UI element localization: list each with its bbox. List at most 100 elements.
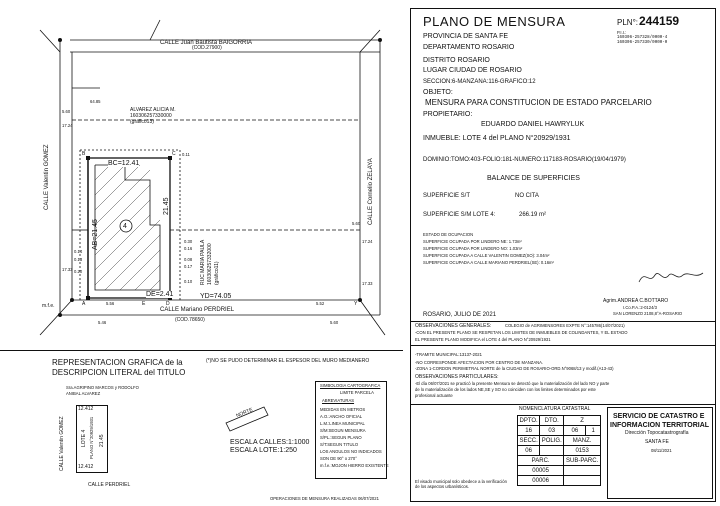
representacion-title-1: REPRESENTACION GRAFICA de la — [52, 358, 183, 367]
dim-label: 17.24 — [62, 123, 73, 128]
abbr-item: MEDIDAS EN METROS — [320, 407, 366, 412]
title-dim-top: 12.412 — [78, 406, 94, 412]
street-zelaya-label: CALLE Cornelio ZELAYA — [368, 158, 374, 225]
obs-particulares-line: de lo materialización de los lados NE,SE… — [415, 387, 596, 392]
ocupacion-line: ESTADO DE OCUPACION — [423, 232, 474, 237]
nc-cell: 1 — [585, 425, 601, 436]
provincia: PROVINCIA DE SANTA FE — [423, 33, 509, 40]
ocupacion-line: SUPERFICIE OCUPADA A CALLE VALENTIN GOME… — [423, 253, 550, 258]
servicio-line-4: SANTA FE — [645, 439, 669, 445]
obs-particulares-line: -El día 06/07/2021 se practicó la presen… — [415, 381, 610, 386]
north-arrow-icon — [225, 406, 269, 432]
nc-header: SUB-PARC. — [563, 455, 601, 466]
dim-label: 17.24 — [362, 239, 373, 244]
servicio-line-5: 08/11/2021 — [651, 448, 672, 453]
dim-ab: AB=21.45 — [92, 219, 99, 250]
title-block: PLANO DE MENSURA PLN°: 244159 P.I.I.: 16… — [410, 8, 716, 502]
title-lote: LOTE 4 — [81, 429, 87, 447]
dim-label: 5.56 — [106, 301, 115, 306]
signature-icopa: I.Co.P.A.:2-0124/3 — [623, 305, 657, 310]
nomenclatura-title: NOMENCLATURA CATASTRAL — [519, 406, 591, 412]
street-baigorria-code: (COD.27900) — [192, 45, 222, 51]
pii-2: 160306-257330/0000-0 — [617, 41, 668, 45]
abbr-item: SON DE 90° o 270° — [320, 456, 357, 461]
mfe-label: m.f.e. — [42, 303, 55, 309]
street-perdriel-code: (COD.78650) — [175, 317, 205, 323]
vertex-d: D — [166, 301, 170, 307]
ocupacion-line: SUPERFICIE OCUPADA POR LINDERO NO: 1.03m… — [423, 246, 523, 251]
dim-label: 5.52 — [316, 301, 325, 306]
dim-label: 5.60 — [352, 221, 361, 226]
nc-cell — [539, 445, 565, 456]
representacion-title-2: DESCRIPCION LITERAL del TITULO — [52, 368, 186, 377]
nc-header: DPTO. — [516, 415, 541, 426]
nc-header: SECC. — [516, 435, 541, 446]
neighbor-line-1: Sra.AGRIPINO MARCOS y RODOLFO — [66, 385, 139, 390]
distrito: DISTRITO ROSARIO — [423, 57, 490, 64]
vertex-a: A — [82, 301, 86, 307]
owner-top-graphic: (gráfico13) — [130, 119, 154, 125]
title-lot-box — [76, 405, 108, 473]
vertex-e: E — [142, 301, 146, 307]
escala-lote: ESCALA LOTE:1:250 — [230, 447, 297, 454]
nc-cell — [563, 465, 601, 476]
street-baigorria-label: CALLE Juan Bautista BAIGORRIA — [160, 40, 253, 46]
owner-right-name: RUC MARIA PAULA — [200, 239, 206, 285]
dim-label: 64.85 — [90, 99, 101, 104]
abbr-item: A.O.:ANCHO OFICIAL — [320, 414, 363, 419]
nc-header: Z — [563, 415, 601, 426]
signature-name: Agrim.ANDREA C.BOTTARO — [603, 298, 669, 304]
lugar: LUGAR CIUDAD DE ROSARIO — [423, 67, 522, 74]
sup-st-label: SUPERFICIE S/T — [423, 193, 471, 199]
signature-icon — [638, 272, 704, 283]
objeto: MENSURA PARA CONSTITUCION DE ESTADO PARC… — [425, 98, 652, 107]
divider — [411, 321, 715, 322]
sup-sm-label: SUPERFICIE S/M LOTE 4: — [423, 212, 496, 218]
divider — [411, 345, 715, 346]
nc-header: DTO. — [539, 415, 565, 426]
servicio-line-1: SERVICIO DE CATASTRO E — [613, 413, 705, 420]
title-dim-side: 21.45 — [99, 434, 105, 447]
servicio-line-2: INFORMACION TERRITORIAL — [610, 422, 710, 429]
obs-particulares-title: OBSERVACIONES PARTICULARES: — [415, 374, 499, 380]
owner-top-pii: 160306257330000 — [130, 113, 172, 119]
nc-cell: 06 — [563, 425, 587, 436]
representacion-section: REPRESENTACION GRAFICA de la DESCRIPCION… — [0, 350, 403, 506]
dim-label: 5.46 — [98, 320, 107, 325]
visado-note: El visado municipal solo obedece a la ve… — [415, 479, 507, 490]
sup-sm-value: 266.19 m² — [519, 212, 547, 218]
neighbor-line-2: ANIBAL ALVAREZ — [66, 391, 101, 396]
muro-note: (*)NO SE PUDO DETERMINAR EL ESPESOR DEL … — [206, 358, 370, 364]
street-gomez-label: CALLE Valentin GOMEZ — [44, 144, 50, 210]
propietario-label: PROPIETARIO: — [423, 111, 473, 118]
nc-header: POLIG. — [539, 435, 565, 446]
abbr-item: LOS ANGULOS NO INDICADOS — [320, 449, 382, 454]
observaciones-line: COLEGIO de AGRIMENSORES EXPTE N°:145786(… — [505, 323, 625, 328]
title-dim-bottom: 12.412 — [78, 464, 94, 470]
dim-yd: YD=74.05 — [200, 293, 232, 300]
zona: -ZONA 1-CORDON PERIMETRAL NORTE de la CI… — [415, 366, 614, 371]
abbr-item: L.M.:LINEA MUNICIPAL — [320, 421, 365, 426]
dim-label: 0.11 — [182, 152, 190, 157]
dim-bc: BC=12.41 — [108, 160, 140, 167]
vertex-b: B — [82, 151, 86, 157]
objeto-label: OBJETO: — [423, 89, 453, 96]
lot-number: 4 — [123, 223, 127, 230]
fecha-mensura: OPERACIONES DE MENSURA REALIZADAS 06/07/… — [270, 496, 379, 501]
nc-cell: 00006 — [516, 475, 565, 486]
plano-number-label: PLN°: — [617, 18, 638, 27]
signature-address: SAN LORENZO 2108,8°A-ROSARIO — [613, 311, 683, 316]
observaciones-line: -CON EL PRESENTE PLANO SE RESPETAN LOS L… — [415, 330, 628, 335]
abbr-item: S/PL.:SEGUN PLANO — [320, 435, 362, 440]
pii-label: P.I.I.: — [617, 30, 627, 35]
pii-1: 160306-257328/0000-4 — [617, 36, 668, 40]
dim-label: 17.33 — [62, 267, 73, 272]
dim-label: 0.16 — [184, 246, 193, 251]
dim-label: 0.10 — [184, 279, 193, 284]
survey-plan: CALLE Juan Bautista BAIGORRIA (COD.27900… — [0, 0, 403, 350]
dim-label: 5.60 — [330, 320, 339, 325]
simbologia-limite: LIMITE PARCELA — [340, 390, 374, 395]
abbr-item: S/T:SEGUN TITULO — [320, 442, 359, 447]
signature-date: ROSARIO, JULIO DE 2021 — [423, 312, 497, 318]
dim-label: 0.14 — [74, 249, 83, 254]
